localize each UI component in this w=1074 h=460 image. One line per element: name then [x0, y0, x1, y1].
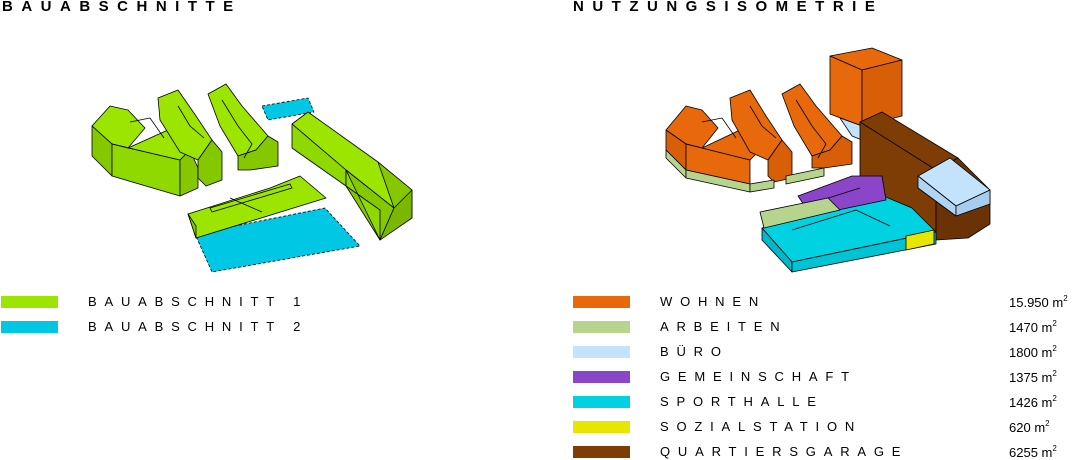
- usage-area: 15.950 m2: [1009, 294, 1068, 310]
- phase1-residential-blocks: [91, 83, 279, 197]
- usage-swatch: [573, 346, 630, 358]
- phase1-long-building: [291, 111, 413, 241]
- usage-label: BÜRO: [660, 344, 729, 359]
- area-unit-exponent: 2: [1045, 419, 1050, 428]
- usage-area: 1426 m2: [1009, 394, 1057, 410]
- phase2-slab-top: [261, 97, 315, 121]
- bauabschnitte-isometry: [91, 83, 413, 273]
- usage-area: 1470 m2: [1009, 319, 1057, 335]
- usage-swatch: [573, 421, 630, 433]
- nutzungsisometrie-title: NUTZUNGSISOMETRIE: [573, 0, 884, 15]
- area-unit-exponent: 2: [1052, 344, 1057, 353]
- arbeiten-block: [759, 197, 841, 229]
- usage-label: QUARTIERSGARAGE: [660, 444, 909, 459]
- area-unit: m: [1041, 445, 1053, 460]
- usage-area-value: 1375: [1009, 370, 1042, 385]
- usage-swatch: [573, 321, 630, 333]
- usage-label: WOHNEN: [660, 294, 767, 309]
- usage-area: 1800 m2: [1009, 344, 1057, 360]
- usage-area: 620 m2: [1009, 419, 1050, 435]
- usage-area-value: 1426: [1009, 395, 1042, 410]
- usage-area-value: 15.950: [1009, 295, 1053, 310]
- wohnen-tower: [829, 47, 903, 141]
- usage-swatch: [573, 296, 630, 308]
- usage-swatch: [573, 446, 630, 458]
- usage-area: 1375 m2: [1009, 369, 1057, 385]
- area-unit-exponent: 2: [1052, 319, 1057, 328]
- phase2-field: [194, 207, 361, 273]
- area-unit: m: [1041, 370, 1053, 385]
- phase2-swatch: [1, 321, 58, 333]
- area-unit-exponent: 2: [1052, 369, 1057, 378]
- buero-block: [917, 157, 991, 217]
- usage-area-value: 1470: [1009, 320, 1042, 335]
- usage-swatch: [573, 396, 630, 408]
- phase1-swatch: [1, 296, 58, 308]
- usage-area-value: 620: [1009, 420, 1035, 435]
- area-unit-exponent: 2: [1052, 444, 1057, 453]
- legend-label: BAUABSCHNITT 2: [88, 319, 309, 334]
- usage-area: 6255 m2: [1009, 444, 1057, 460]
- arbeiten-groundfloor: [665, 149, 825, 193]
- bauabschnitte-title: BAUABSCHNITTE: [2, 0, 242, 15]
- usage-label: SOZIALSTATION: [660, 419, 863, 434]
- wohnen-blocks: [665, 83, 853, 185]
- phase1-hall-roof: [187, 175, 327, 239]
- area-unit: m: [1034, 420, 1046, 435]
- legend-label: BAUABSCHNITT 1: [88, 294, 309, 309]
- area-unit-exponent: 2: [1052, 394, 1057, 403]
- usage-label: ARBEITEN: [660, 319, 788, 334]
- usage-area-value: 6255: [1009, 445, 1042, 460]
- area-unit-exponent: 2: [1063, 294, 1068, 303]
- usage-swatch: [573, 371, 630, 383]
- usage-area-value: 1800: [1009, 345, 1042, 360]
- area-unit: m: [1041, 345, 1053, 360]
- area-unit: m: [1041, 395, 1053, 410]
- sozialstation-block: [905, 229, 935, 251]
- area-unit: m: [1052, 295, 1064, 310]
- nutzungs-isometry: [665, 47, 991, 273]
- area-unit: m: [1041, 320, 1053, 335]
- usage-label: GEMEINSCHAFT: [660, 369, 857, 384]
- usage-label: SPORTHALLE: [660, 394, 824, 409]
